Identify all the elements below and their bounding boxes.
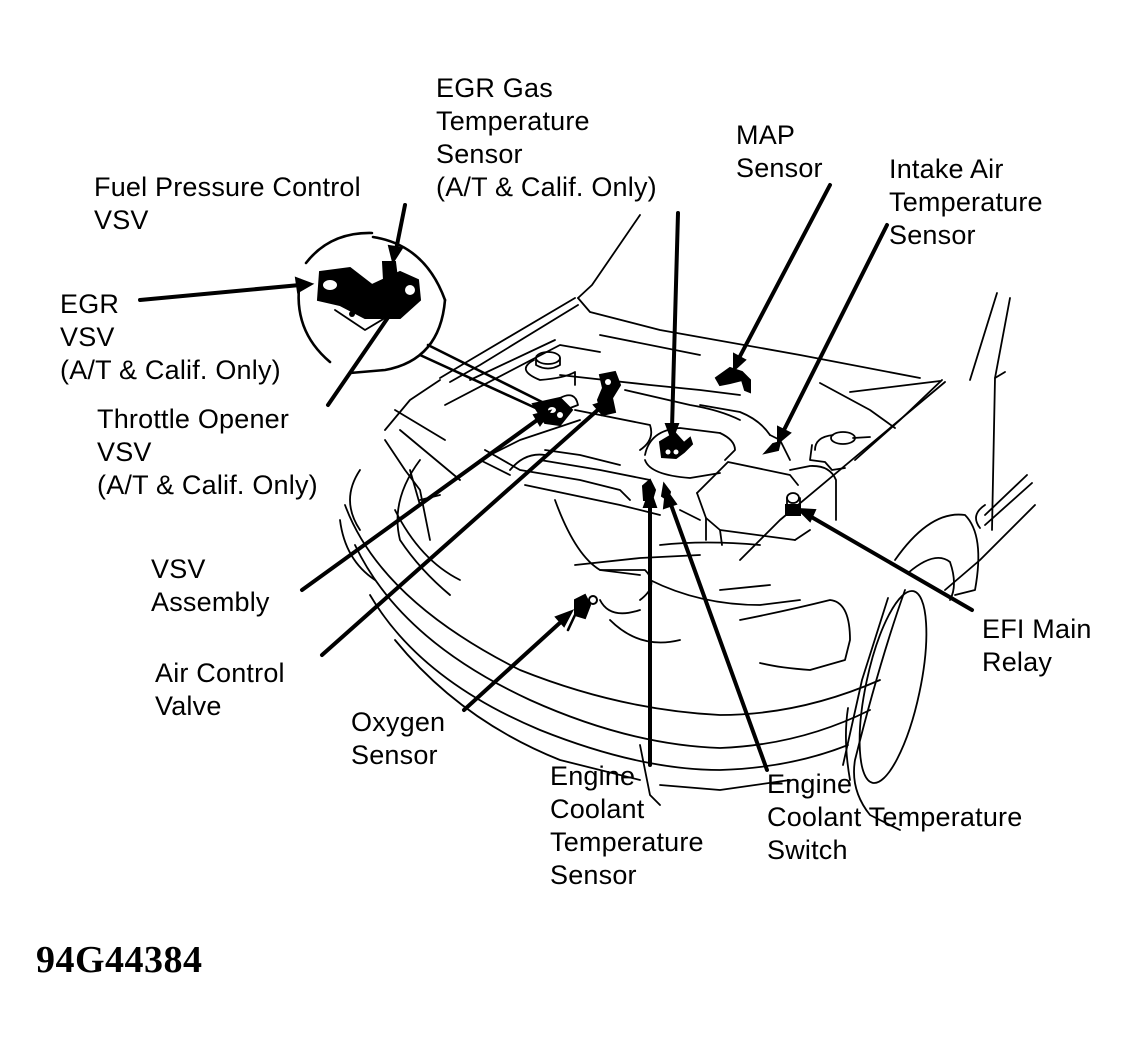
car-body-outline bbox=[339, 214, 1036, 831]
leader-lines bbox=[138, 183, 974, 772]
label-line: Engine bbox=[767, 769, 853, 799]
label-line: (A/T & Calif. Only) bbox=[436, 172, 657, 202]
label-line: Assembly bbox=[151, 587, 270, 617]
label-line: Coolant Temperature bbox=[767, 802, 1023, 832]
label-air-control-valve: Air Control Valve bbox=[155, 657, 285, 723]
leader-fuel-pressure-vsv bbox=[394, 203, 407, 252]
label-throttle-opener-vsv: Throttle Opener VSV (A/T & Calif. Only) bbox=[97, 403, 318, 502]
efi-main-relay-icon bbox=[785, 492, 801, 516]
leader-oxygen-sensor bbox=[462, 618, 565, 712]
label-line: EGR Gas bbox=[436, 73, 553, 103]
label-line: EGR bbox=[60, 289, 120, 319]
label-line: Sensor bbox=[736, 153, 823, 183]
label-intake-air-temperature-sensor: Intake Air Temperature Sensor bbox=[889, 153, 1043, 252]
label-egr-gas-temperature-sensor: EGR Gas Temperature Sensor (A/T & Calif.… bbox=[436, 72, 657, 204]
label-line: Sensor bbox=[351, 740, 438, 770]
label-line: Temperature bbox=[436, 106, 590, 136]
label-engine-coolant-temperature-sensor: Engine Coolant Temperature Sensor bbox=[550, 760, 704, 892]
leader-efi-main-relay bbox=[806, 513, 974, 612]
label-line: EFI Main bbox=[982, 614, 1092, 644]
label-line: Temperature bbox=[889, 187, 1043, 217]
label-line: MAP bbox=[736, 120, 796, 150]
label-line: Valve bbox=[155, 691, 222, 721]
label-line: (A/T & Calif. Only) bbox=[60, 355, 281, 385]
label-oxygen-sensor: Oxygen Sensor bbox=[351, 706, 445, 772]
label-line: Intake Air bbox=[889, 154, 1004, 184]
label-line: Oxygen bbox=[351, 707, 446, 737]
label-line: VSV bbox=[60, 322, 115, 352]
leader-egr-gas-temp bbox=[670, 211, 680, 430]
leader-throttle-opener bbox=[326, 298, 402, 407]
inset-vsv-cluster-icon bbox=[316, 261, 422, 331]
leader-coolant-switch bbox=[668, 500, 769, 772]
label-line: Sensor bbox=[436, 139, 523, 169]
label-egr-vsv: EGR VSV (A/T & Calif. Only) bbox=[60, 288, 281, 387]
oxygen-sensor-icon bbox=[566, 593, 598, 632]
label-engine-coolant-temperature-switch: Engine Coolant Temperature Switch bbox=[767, 768, 1022, 867]
leader-intake-air-temp bbox=[781, 223, 889, 434]
label-line: (A/T & Calif. Only) bbox=[97, 470, 318, 500]
leader-air-control-valve bbox=[320, 406, 602, 657]
label-vsv-assembly: VSV Assembly bbox=[151, 553, 270, 619]
label-line: Switch bbox=[767, 835, 848, 865]
map-sensor-icon bbox=[714, 366, 751, 394]
label-line: Temperature bbox=[550, 827, 704, 857]
label-line: VSV bbox=[151, 554, 206, 584]
leader-egr-vsv bbox=[138, 283, 302, 302]
figure-id: 94G44384 bbox=[36, 939, 203, 981]
label-line: VSV bbox=[97, 437, 152, 467]
label-line: Sensor bbox=[550, 860, 637, 890]
label-line: Relay bbox=[982, 647, 1053, 677]
label-line: Sensor bbox=[889, 220, 976, 250]
label-map-sensor: MAP Sensor bbox=[736, 119, 823, 185]
leader-map-sensor bbox=[736, 183, 832, 362]
egr-gas-temperature-sensor-icon bbox=[658, 431, 694, 460]
label-line: Air Control bbox=[155, 658, 285, 688]
label-fuel-pressure-control-vsv: Fuel Pressure Control VSV bbox=[94, 171, 361, 237]
label-efi-main-relay: EFI Main Relay bbox=[982, 613, 1092, 679]
label-line: Throttle Opener bbox=[97, 404, 290, 434]
label-line: Engine bbox=[550, 761, 636, 791]
label-line: Fuel Pressure Control bbox=[94, 172, 361, 202]
inset-circle bbox=[297, 231, 550, 412]
leader-vsv-assembly bbox=[300, 416, 542, 592]
label-line: Coolant bbox=[550, 794, 645, 824]
label-line: VSV bbox=[94, 205, 149, 235]
